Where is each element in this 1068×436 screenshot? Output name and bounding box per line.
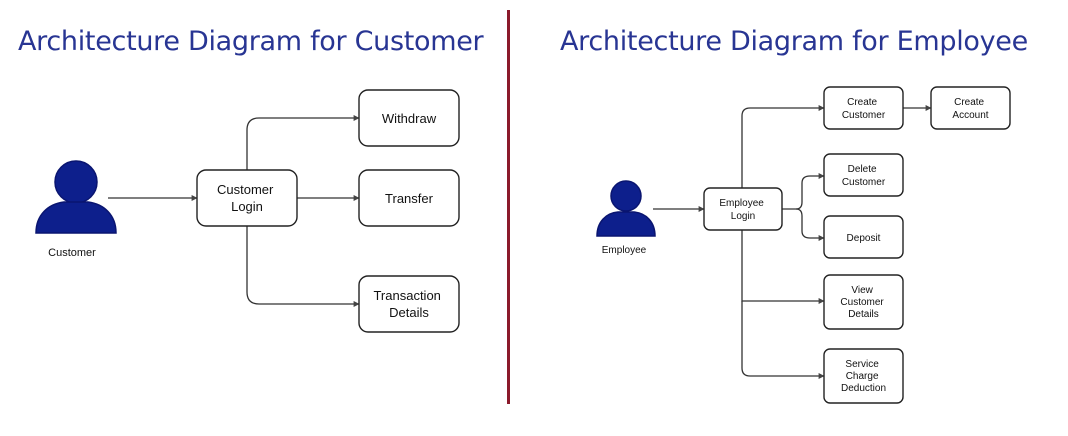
node-transaction-details: Transaction Details [358,275,460,333]
node-label-line: Customer [842,110,886,121]
node-label-line: Customer [840,297,884,308]
customer-actor: Customer [35,160,117,259]
node-service-charge-deduction: Service Charge Deduction [823,348,904,404]
svg-text:Delete Customer: Delete Customer [842,164,886,188]
customer-diagram-title: Architecture Diagram for Customer [18,26,484,57]
node-label-line: View [851,285,873,296]
svg-text:Transfer: Transfer [385,191,434,206]
svg-text:Withdraw: Withdraw [382,111,437,126]
customer-actor-label: Customer [48,247,96,259]
node-label-line: Deposit [847,233,881,244]
node-label-line: Create [847,97,877,108]
node-delete-customer: Delete Customer [823,153,904,197]
node-label-line: Transfer [385,191,434,206]
svg-text:View Customer Deta: View Customer Details [840,285,886,320]
node-label-line: Login [731,211,755,222]
person-icon [596,180,656,237]
svg-text:Transaction Details: Transaction Details [373,288,444,320]
node-label-line: Withdraw [382,111,437,126]
node-create-account: Create Account [930,86,1011,130]
edge-trunk-to-service-charge [741,301,825,379]
node-label-line: Charge [846,371,879,382]
svg-text:Service Charge Ded: Service Charge Deduction [841,359,886,394]
node-label-line: Customer [842,177,886,188]
svg-text:Create Customer: Create Customer [842,97,886,121]
person-icon [35,160,117,234]
svg-text:Employee Login: Employee Login [719,198,766,222]
node-deposit: Deposit [823,215,904,259]
node-label-line: Create [954,97,984,108]
edge-login-to-transaction-details [246,226,360,307]
edge-login-to-delete-customer [782,173,825,210]
edge-login-to-deposit [795,208,825,241]
node-withdraw: Withdraw [358,89,460,147]
svg-text:Deposit: Deposit [847,233,881,244]
edge-trunk-to-view-details [741,230,825,304]
node-label-line: Details [848,309,879,320]
node-label-line: Employee [719,198,764,209]
node-label-line: Details [389,305,429,320]
node-label-line: Transaction [373,288,440,303]
section-divider [507,10,510,404]
svg-text:Create Account: Create Account [952,97,988,121]
node-label-line: Delete [848,164,877,175]
edge-trunk-to-create-customer [741,105,825,188]
node-label-line: Customer [217,182,274,197]
node-label-line: Account [952,110,988,121]
node-view-customer-details: View Customer Details [823,274,904,330]
employee-actor-label: Employee [602,245,647,256]
node-label-line: Service [845,359,879,370]
node-label-line: Deduction [841,383,886,394]
employee-diagram-title: Architecture Diagram for Employee [560,26,1028,57]
node-transfer: Transfer [358,169,460,227]
node-label-line: Login [231,199,263,214]
node-employee-login: Employee Login [703,187,783,231]
edge-login-to-withdraw [246,115,360,170]
svg-text:Customer Login: Customer Login [217,182,277,214]
employee-actor: Employee [596,180,656,256]
node-customer-login: Customer Login [196,169,298,227]
node-create-customer: Create Customer [823,86,904,130]
